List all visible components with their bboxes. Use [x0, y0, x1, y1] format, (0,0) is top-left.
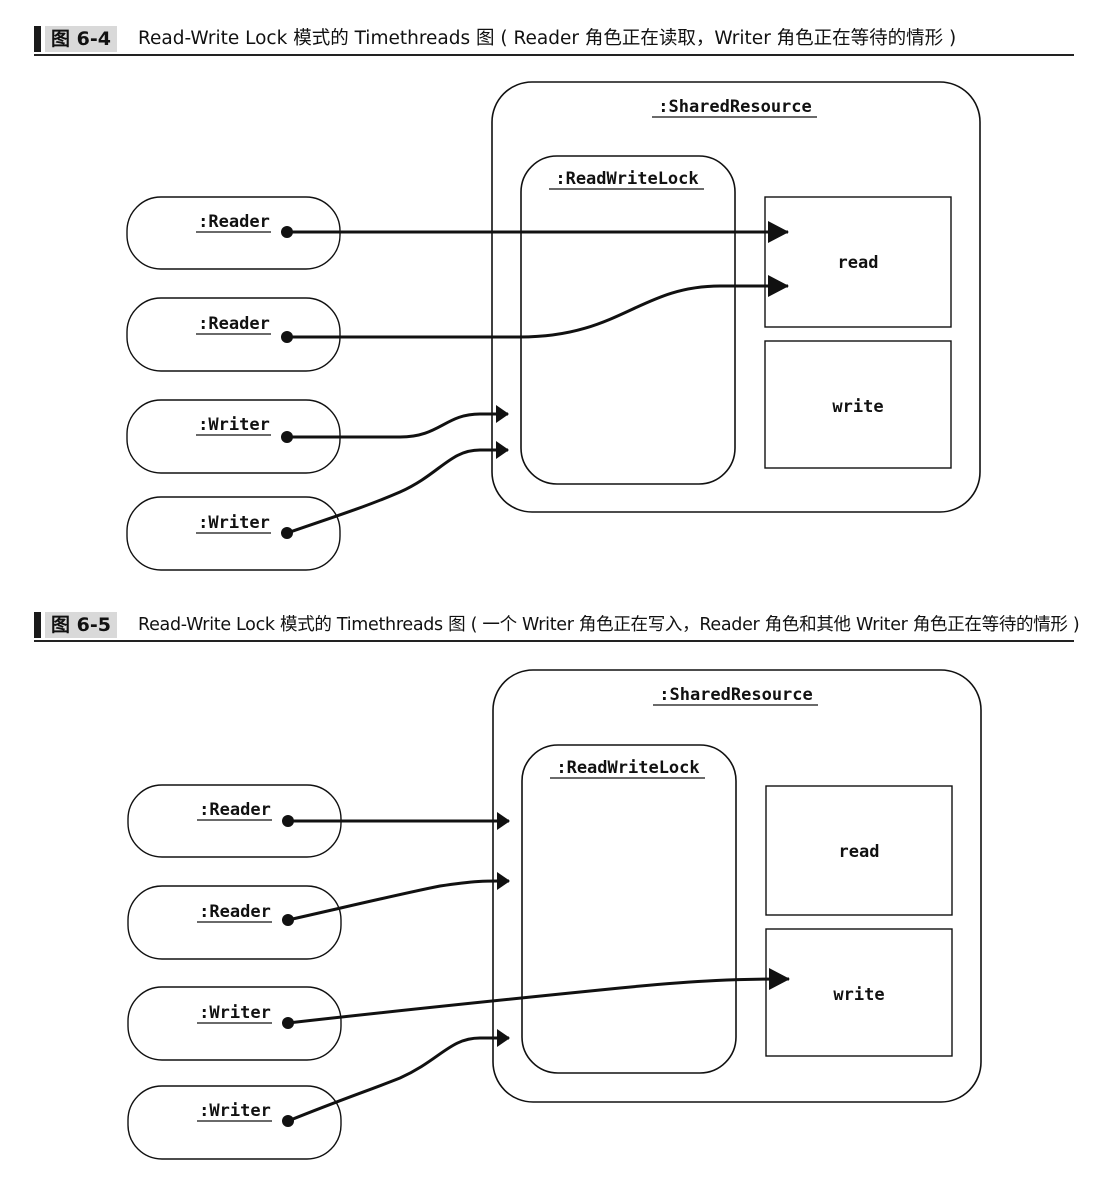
read-method-label: read [838, 253, 879, 273]
read-write-lock-box [521, 744, 737, 1074]
figure-caption: 图 6-5 Read-Write Lock 模式的 Timethreads 图 … [34, 608, 1080, 642]
writer-1-path [287, 405, 509, 439]
reader-2-dot [281, 331, 293, 343]
writer-thread-1: :Writer [126, 399, 341, 474]
shared-resource-label: :SharedResource [658, 97, 812, 117]
read-write-lock-label: :ReadWriteLock [556, 758, 699, 778]
read-write-lock-label: :ReadWriteLock [555, 169, 698, 189]
thread-label: :Reader [199, 800, 271, 820]
thread-label: :Reader [198, 314, 270, 334]
writer-thread-2: :Writer [127, 1085, 342, 1160]
writer-2-path [286, 441, 509, 535]
figure-6-4: 图 6-4 Read-Write Lock 模式的 Timethreads 图 … [0, 0, 1096, 585]
shared-resource-label: :SharedResource [659, 685, 813, 705]
figure-number: 图 6-5 [45, 612, 117, 638]
read-method-box [765, 785, 953, 916]
reader-2-path [287, 275, 789, 339]
writer-2-dot [282, 1115, 294, 1127]
thread-label: :Writer [198, 513, 270, 533]
figure-6-5: 图 6-5 Read-Write Lock 模式的 Timethreads 图 … [0, 588, 1096, 1183]
writer-1-dot [282, 1017, 294, 1029]
write-method-box [765, 928, 953, 1057]
reader-2-path [287, 871, 510, 922]
timethreads-diagram: :SharedResource :ReadWriteLock read writ… [126, 81, 981, 571]
figure-caption: 图 6-4 Read-Write Lock 模式的 Timethreads 图 … [34, 22, 1074, 56]
thread-label: :Writer [199, 1003, 271, 1023]
writer-1-path [287, 968, 790, 1025]
writer-1-dot [281, 431, 293, 443]
shared-resource-box [492, 669, 982, 1103]
caption-marker [34, 612, 41, 638]
reader-1-dot [282, 815, 294, 827]
caption-text: Read-Write Lock 模式的 Timethreads 图 ( Read… [138, 28, 957, 49]
thread-label: :Reader [198, 212, 270, 232]
reader-1-dot [281, 226, 293, 238]
writer-thread-1: :Writer [127, 986, 342, 1061]
read-method-label: read [839, 842, 880, 862]
write-method-label: write [833, 985, 884, 1005]
write-method-label: write [832, 397, 883, 417]
reader-thread-2: :Reader [126, 297, 341, 372]
read-write-lock-box [520, 155, 736, 485]
thread-label: :Writer [199, 1101, 271, 1121]
timethreads-diagram: :SharedResource :ReadWriteLock read writ… [127, 669, 982, 1160]
read-method-box [764, 196, 952, 328]
reader-2-dot [282, 914, 294, 926]
caption-text: Read-Write Lock 模式的 Timethreads 图 ( 一个 W… [138, 615, 1080, 635]
thread-label: :Writer [198, 415, 270, 435]
shared-resource-box [491, 81, 981, 513]
write-method-box [764, 340, 952, 469]
reader-thread-2: :Reader [127, 885, 342, 960]
caption-marker [34, 26, 41, 52]
writer-2-path [287, 1029, 510, 1123]
thread-label: :Reader [199, 902, 271, 922]
figure-number: 图 6-4 [45, 26, 117, 52]
writer-thread-2: :Writer [126, 496, 341, 571]
writer-2-dot [281, 527, 293, 539]
